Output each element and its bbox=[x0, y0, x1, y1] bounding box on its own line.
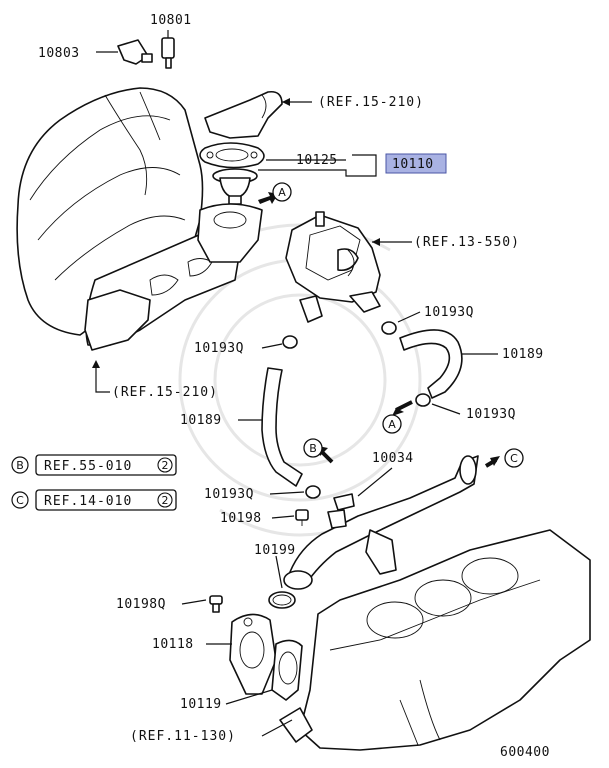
gasket-10119 bbox=[271, 639, 303, 701]
svg-text:REF.14-010: REF.14-010 bbox=[44, 494, 132, 509]
label-10193q-left-bottom[interactable]: 10193Q bbox=[204, 487, 254, 502]
thermostat-10110 bbox=[212, 168, 258, 205]
thermostat-housing bbox=[197, 203, 263, 263]
legend-ref-55-010[interactable]: B REF.55-010 2 bbox=[11, 454, 177, 476]
label-10193q-right-bottom[interactable]: 10193Q bbox=[466, 407, 516, 422]
ref-13-550[interactable]: (REF.13-550) bbox=[414, 235, 520, 250]
svg-text:A: A bbox=[278, 186, 286, 199]
marker-c: C bbox=[504, 448, 524, 468]
marker-a-bottom: A bbox=[382, 414, 402, 434]
ref-15-210-bottom[interactable]: (REF.15-210) bbox=[112, 385, 218, 400]
svg-text:2: 2 bbox=[162, 494, 169, 507]
label-10119[interactable]: 10119 bbox=[180, 697, 222, 712]
water-pipe-10034 bbox=[283, 455, 479, 590]
clamp-10193q-r1 bbox=[381, 321, 397, 335]
housing-10118 bbox=[229, 613, 277, 695]
sensor-10803 bbox=[117, 39, 153, 65]
label-10189-right[interactable]: 10189 bbox=[502, 347, 544, 362]
label-10198[interactable]: 10198 bbox=[220, 511, 262, 526]
clamp-10193q-r2 bbox=[415, 393, 431, 407]
clamp-10193q-l2 bbox=[305, 485, 321, 499]
label-10118[interactable]: 10118 bbox=[152, 637, 194, 652]
label-10110-highlight[interactable]: 10110 bbox=[385, 153, 447, 174]
label-10199[interactable]: 10199 bbox=[254, 543, 296, 558]
bolt-10198q bbox=[209, 595, 223, 613]
legend-ref-14-010[interactable]: C REF.14-010 2 bbox=[11, 489, 177, 511]
marker-a-top: A bbox=[272, 182, 292, 202]
svg-text:A: A bbox=[388, 418, 396, 431]
o-ring-10199 bbox=[268, 591, 296, 609]
label-10034[interactable]: 10034 bbox=[372, 451, 414, 466]
label-10198q[interactable]: 10198Q bbox=[116, 597, 166, 612]
hose-10189-left bbox=[261, 367, 303, 487]
svg-text:2: 2 bbox=[162, 459, 169, 472]
cylinder-head bbox=[279, 529, 591, 751]
intake-manifold bbox=[16, 87, 241, 351]
label-10125[interactable]: 10125 bbox=[296, 153, 338, 168]
sensor-10801 bbox=[161, 37, 175, 69]
svg-text:B: B bbox=[16, 459, 24, 472]
marker-b: B bbox=[303, 438, 323, 458]
hose-10189-right bbox=[399, 329, 463, 399]
label-10803[interactable]: 10803 bbox=[38, 46, 80, 61]
label-10801[interactable]: 10801 bbox=[150, 13, 192, 28]
svg-text:REF.55-010: REF.55-010 bbox=[44, 459, 132, 474]
clamp-10193q-l1 bbox=[282, 335, 298, 349]
throttle-body bbox=[285, 211, 381, 323]
svg-text:C: C bbox=[16, 494, 24, 507]
gasket-10125 bbox=[199, 142, 265, 169]
diagram-number: 600400 bbox=[500, 745, 550, 760]
svg-text:B: B bbox=[309, 442, 317, 455]
bolt-10198 bbox=[295, 509, 309, 526]
ref-11-130[interactable]: (REF.11-130) bbox=[130, 729, 236, 744]
label-10110[interactable]: 10110 bbox=[392, 157, 434, 172]
leader-lines bbox=[92, 30, 498, 737]
water-outlet-fitting bbox=[204, 90, 283, 139]
label-10193q-right-top[interactable]: 10193Q bbox=[424, 305, 474, 320]
label-10193q-left-top[interactable]: 10193Q bbox=[194, 341, 244, 356]
ref-15-210-top[interactable]: (REF.15-210) bbox=[318, 95, 424, 110]
svg-text:C: C bbox=[510, 452, 518, 465]
label-10189-left[interactable]: 10189 bbox=[180, 413, 222, 428]
